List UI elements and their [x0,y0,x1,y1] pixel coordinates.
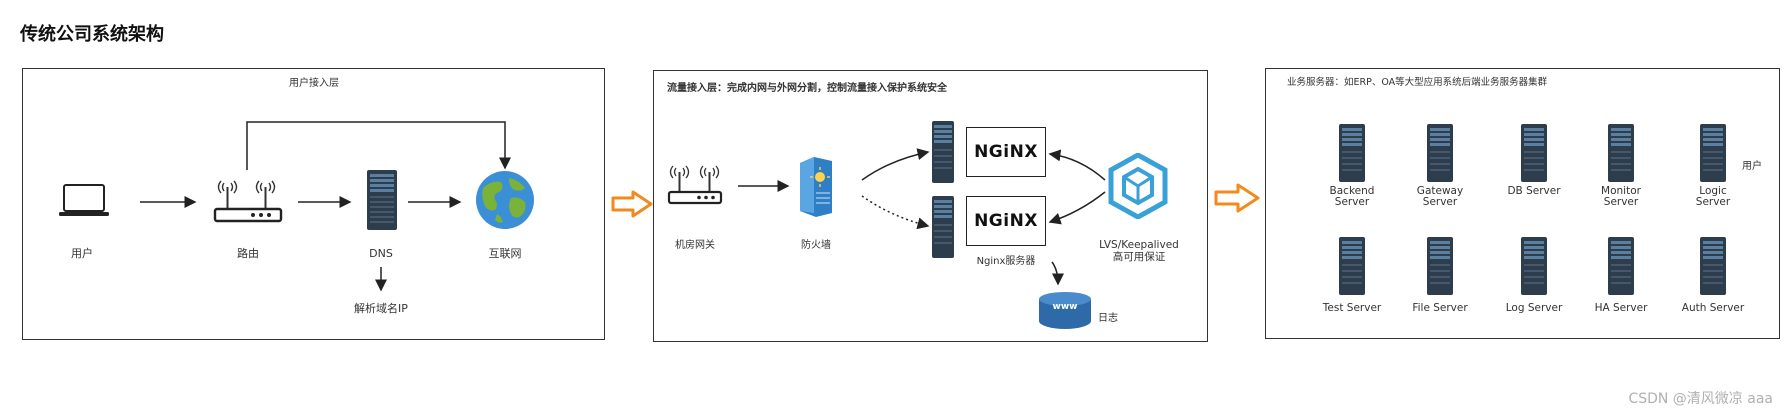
server-name: File Server [1412,302,1468,314]
router-label: 路由 [237,247,259,260]
edge-firewall-server-top [861,148,930,181]
server-name: Auth Server [1681,302,1745,314]
edge-nginx-log [1051,261,1064,286]
server-name: Logic [1699,185,1727,197]
server-name-line2: Server [1695,196,1731,208]
server-icon [1339,237,1365,299]
panel-title: 用户接入层 [289,78,339,89]
dns-note: 解析域名IP [354,302,408,315]
server-icon [1608,237,1634,299]
internet-label: 互联网 [488,247,522,260]
server-icon [1339,124,1365,186]
laptop-icon [58,183,110,223]
server-icon [1427,124,1453,186]
server-name: Log Server [1505,302,1563,314]
nginx-label: Nginx服务器 [976,256,1036,267]
server-name-line2: Server [1422,196,1458,208]
server-icon [1427,237,1453,299]
server-icon [1521,124,1547,186]
lvs-label-line1: LVS/Keepalived [1099,239,1179,251]
server-name: Backend [1329,185,1375,197]
firewall-label: 防火墙 [801,240,831,251]
edge-firewall-server-bottom [861,195,930,230]
firewall-icon [798,155,834,221]
server-icon [932,121,954,187]
gateway-label: 机房网关 [675,240,715,251]
watermark: CSDN @清风微凉 aaa [1628,391,1773,407]
lvs-keepalived-icon [1108,152,1168,223]
lvs-label-line2: 高可用保证 [1112,251,1166,263]
server-icon [1521,237,1547,299]
server-name: Test Server [1322,302,1382,314]
server-name-line2: Server [1603,196,1639,208]
server-name: DB Server [1507,185,1561,197]
server-icon [1608,124,1634,186]
panel-title: 业务服务器：如ERP、OA等大型应用系统后端业务服务器集群 [1287,77,1548,88]
user-label: 用户 [71,247,93,260]
nginx-box-bottom: NGiNX [966,196,1046,246]
panel-title: 流量接入层：完成内网与外网分割，控制流量接入保护系统安全 [667,83,947,94]
router-icon [213,175,283,231]
flow-arrow-icon [611,190,653,222]
log-label: 日志 [1098,313,1118,324]
dns-label: DNS [369,247,393,260]
server-icon [1700,124,1726,186]
nginx-box-top: NGiNX [966,127,1046,177]
database-icon [1037,291,1093,335]
server-name: Gateway [1416,185,1464,197]
globe-icon [475,170,535,234]
database-label: www [1052,302,1078,312]
side-label: 用户 [1742,161,1762,172]
server-icon [1700,237,1726,299]
server-icon [932,196,954,262]
gateway-icon [667,162,723,214]
flow-arrow-icon [1214,183,1260,217]
dns-server-icon [367,170,397,234]
server-name: HA Server [1594,302,1648,314]
server-name-line2: Server [1334,196,1370,208]
server-name: Monitor [1601,185,1641,197]
edge-router-internet [246,121,511,170]
diagram-title: 传统公司系统架构 [20,24,164,45]
edge-lvs-nginx-bottom [1048,191,1106,225]
edge-lvs-nginx-top [1048,149,1106,181]
